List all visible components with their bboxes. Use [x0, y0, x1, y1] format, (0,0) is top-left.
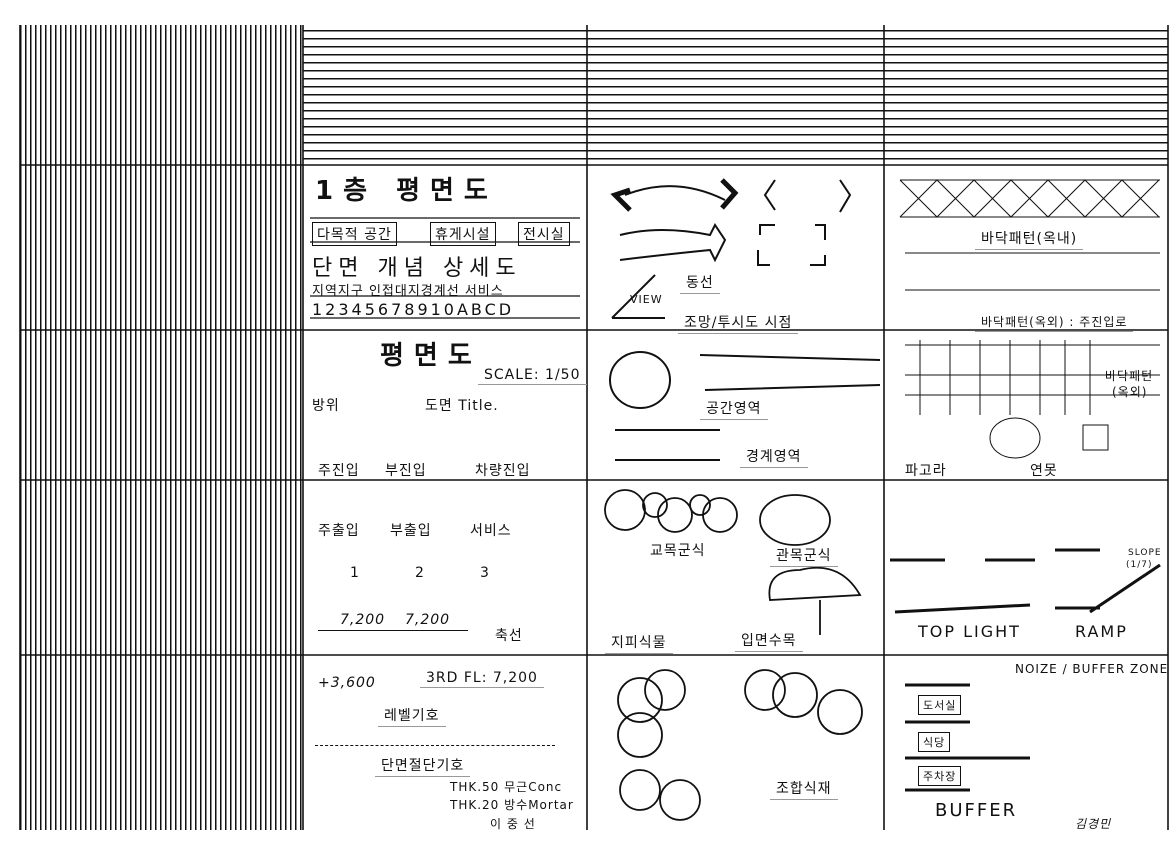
- horizontal-line-practice: [303, 25, 1168, 165]
- shrub-group-label: 관목군식: [770, 545, 838, 567]
- buffer-label: BUFFER: [935, 800, 1018, 821]
- room-label: 다목적 공간: [312, 222, 397, 246]
- boundary-area-label: 경계영역: [740, 446, 808, 468]
- slope-label: SLOPE: [1128, 548, 1162, 558]
- indoor-pattern-label: 바닥패턴(옥내): [975, 228, 1084, 250]
- outdoor-pattern-road-label: 바닥패턴(옥외) : 주진입로: [975, 313, 1134, 332]
- tree-group-label: 교목군식: [650, 543, 706, 559]
- level-mark: +3,600: [318, 675, 376, 691]
- outdoor-pattern-sub: (옥외): [1112, 385, 1148, 399]
- dimension-line: [318, 630, 468, 631]
- drawing-title: 평면도: [380, 341, 482, 371]
- combined-planting-label: 조합식재: [770, 778, 838, 800]
- slope-value: (1/7): [1126, 560, 1153, 570]
- first-floor-plan-title: 1층 평면도: [315, 176, 498, 206]
- room-label: 도서실: [918, 695, 962, 715]
- layer-label: THK.20 방수Mortar: [450, 798, 574, 812]
- section-sketches: [890, 548, 1161, 792]
- entry-label: 주진입: [318, 463, 360, 479]
- numerals-text: 12345678910ABCD: [312, 300, 515, 319]
- grid-lines: [19, 25, 1169, 830]
- ground-cover-label: 지피식물: [605, 632, 673, 654]
- north-label: 방위: [312, 398, 340, 414]
- vertical-line-practice: [20, 25, 302, 830]
- floor-level: 3RD FL: 7,200: [420, 670, 544, 688]
- dimension-label: 7,200: [340, 612, 386, 628]
- planting-symbols: [604, 489, 863, 821]
- entry-label: 차량진입: [475, 463, 531, 479]
- pergola-label: 파고라: [905, 463, 947, 479]
- section-detail-title: 단면 개념 상세도: [312, 256, 522, 281]
- room-label: 전시실: [518, 222, 570, 246]
- view-label: VIEW: [630, 293, 663, 306]
- viewpoint-label: 조망/투시도 시점: [678, 312, 799, 334]
- space-area-label: 공간영역: [700, 398, 768, 420]
- axis-line-label: 축선: [495, 628, 523, 644]
- circulation-label: 동선: [680, 272, 720, 294]
- axis-number: 3: [480, 565, 490, 581]
- double-line-label: 이 중 선: [490, 817, 536, 831]
- axis-number: 2: [415, 565, 425, 581]
- top-light-label: TOP LIGHT: [918, 622, 1021, 641]
- circulation-arrows: [609, 178, 881, 461]
- ramp-label: RAMP: [1075, 622, 1128, 641]
- pond-label: 연못: [1030, 463, 1058, 479]
- noise-zone-label: NOIZE / BUFFER ZONE: [1015, 662, 1169, 676]
- room-label: 식당: [918, 732, 951, 752]
- entrance-label: 서비스: [470, 523, 512, 539]
- elevation-tree-label: 입면수목: [735, 630, 803, 652]
- room-label: 휴게시설: [430, 222, 496, 246]
- zoning-text: 지역지구 인접대지경계선 서비스: [312, 284, 504, 299]
- axis-number: 1: [350, 565, 360, 581]
- entrance-label: 부출입: [390, 523, 432, 539]
- scale-label: SCALE: 1/50: [478, 367, 587, 385]
- paving-patterns: [899, 179, 1160, 459]
- layer-label: THK.50 무근Conc: [450, 780, 563, 794]
- dimension-label: 7,200: [405, 612, 451, 628]
- entry-label: 부진입: [385, 463, 427, 479]
- signature: 김경민: [1075, 817, 1112, 831]
- level-symbol-label: 레벨기호: [378, 705, 446, 727]
- outdoor-pattern-label: 바닥패턴: [1105, 369, 1154, 383]
- entrance-label: 주출입: [318, 523, 360, 539]
- section-cut-label: 단면절단기호: [375, 755, 471, 777]
- drawing-title-label: 도면 Title.: [425, 398, 499, 414]
- section-cut-line: [315, 745, 555, 746]
- room-label: 주차장: [918, 766, 962, 786]
